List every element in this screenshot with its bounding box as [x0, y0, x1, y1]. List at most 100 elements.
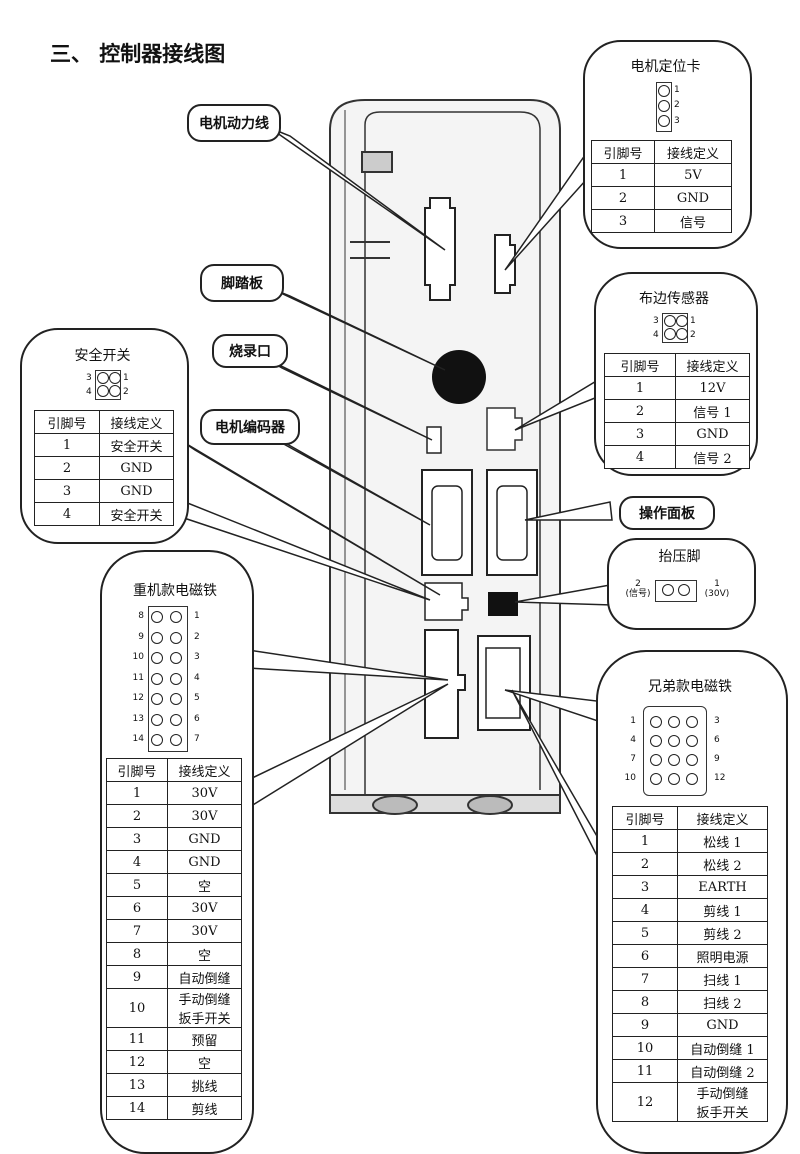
pin-circle — [170, 652, 182, 664]
table-header-row: 引脚号接线定义 — [591, 140, 732, 164]
pin-label: 1 — [690, 316, 696, 326]
pin-definition: 空 — [167, 942, 242, 966]
pin-number: 14 — [106, 1096, 168, 1120]
pin-circle — [686, 716, 698, 728]
pin-circle — [170, 734, 182, 746]
motor-position-pin-diagram — [656, 82, 672, 132]
pin-label: 3 — [86, 373, 92, 383]
pin-definition: 信号 2 — [675, 445, 750, 469]
pin-circle — [658, 100, 670, 112]
pin-number: 13 — [106, 1073, 168, 1097]
edge-sensor-pin-diagram — [662, 313, 688, 343]
pin-label: 5 — [194, 693, 200, 703]
pin-label: 7 — [630, 754, 636, 764]
pin-circle — [151, 652, 163, 664]
pin-label: 3 — [674, 116, 680, 126]
brother-magnet-title: 兄弟款电磁铁 — [648, 679, 732, 695]
pin-number: 11 — [106, 1027, 168, 1051]
pin-label: 2 — [123, 387, 129, 397]
pin-circle — [650, 716, 662, 728]
pin-number: 2 — [34, 456, 100, 480]
pin-number: 3 — [604, 422, 676, 446]
heavy-magnet-title: 重机款电磁铁 — [133, 583, 217, 599]
pin-number: 2 — [591, 186, 655, 210]
pin-label: 12 — [132, 693, 144, 703]
pin-label: 13 — [132, 713, 144, 724]
pin-label: 4 — [630, 735, 636, 745]
pin-header: 引脚号 — [591, 140, 655, 164]
motor-position-title: 电机定位卡 — [630, 59, 701, 75]
callout-motor-encoder: 电机编码器 — [200, 409, 300, 445]
safety-switch-title: 安全开关 — [74, 348, 131, 364]
definition-header: 接线定义 — [654, 140, 732, 164]
pin-number: 7 — [612, 967, 678, 991]
callout-operation-panel: 操作面板 — [619, 496, 715, 530]
pin-circle — [664, 315, 676, 327]
pin-label: 4 — [194, 672, 200, 683]
pin-label: 12 — [714, 773, 726, 783]
motor-power-connector — [424, 197, 456, 301]
safety-switch-connector — [424, 582, 469, 621]
pin-definition: 30V — [167, 781, 242, 805]
pin-label: 3 — [653, 316, 659, 326]
pin-definition: 扫线 2 — [677, 990, 768, 1014]
table-header-row: 引脚号接线定义 — [604, 353, 750, 377]
pin-label: 3 — [714, 716, 720, 726]
table-header-row: 引脚号接线定义 — [34, 410, 174, 434]
callout-burn-port: 烧录口 — [212, 334, 288, 368]
pin-definition: 5V — [654, 163, 732, 187]
pin-number: 9 — [612, 1013, 678, 1037]
pin-label: 10 — [624, 773, 636, 783]
pin-definition: GND — [99, 479, 174, 503]
pin-definition: 信号 1 — [675, 399, 750, 423]
pin-definition: GND — [167, 827, 242, 851]
pin-number: 4 — [34, 502, 100, 526]
pin-definition: 30V — [167, 896, 242, 920]
pin-number: 3 — [612, 875, 678, 899]
pin-number: 2 — [106, 804, 168, 828]
pin-header: 引脚号 — [604, 353, 676, 377]
pin-label: 9 — [138, 631, 144, 642]
heavy-magnet-connector — [424, 629, 466, 739]
presser-foot-panel — [607, 538, 756, 630]
pin-header: 引脚号 — [106, 758, 168, 782]
pin-number: 1 — [106, 781, 168, 805]
pin-definition: 30V — [167, 804, 242, 828]
pin-definition: 自动倒缝 1 — [677, 1036, 768, 1060]
pin-definition: 照明电源 — [677, 944, 768, 968]
pin-definition: GND — [99, 456, 174, 480]
pin-label: 1 — [123, 373, 129, 383]
pin-number: 1 — [612, 829, 678, 853]
definition-header: 接线定义 — [99, 410, 174, 434]
operation-panel-connector — [486, 469, 538, 576]
pin-number: 1 — [604, 376, 676, 400]
pin-number: 5 — [106, 873, 168, 897]
presser-pin-1-label: 1 (30V) — [704, 579, 730, 599]
edge-sensor-title: 布边传感器 — [639, 291, 709, 307]
pin-circle — [109, 372, 121, 384]
pin-number: 4 — [612, 898, 678, 922]
pin-circle — [170, 672, 182, 685]
pin-label: 8 — [138, 611, 144, 621]
pin-definition: 手动倒缝 扳手开关 — [677, 1082, 768, 1122]
table-header-row: 引脚号接线定义 — [612, 806, 768, 830]
